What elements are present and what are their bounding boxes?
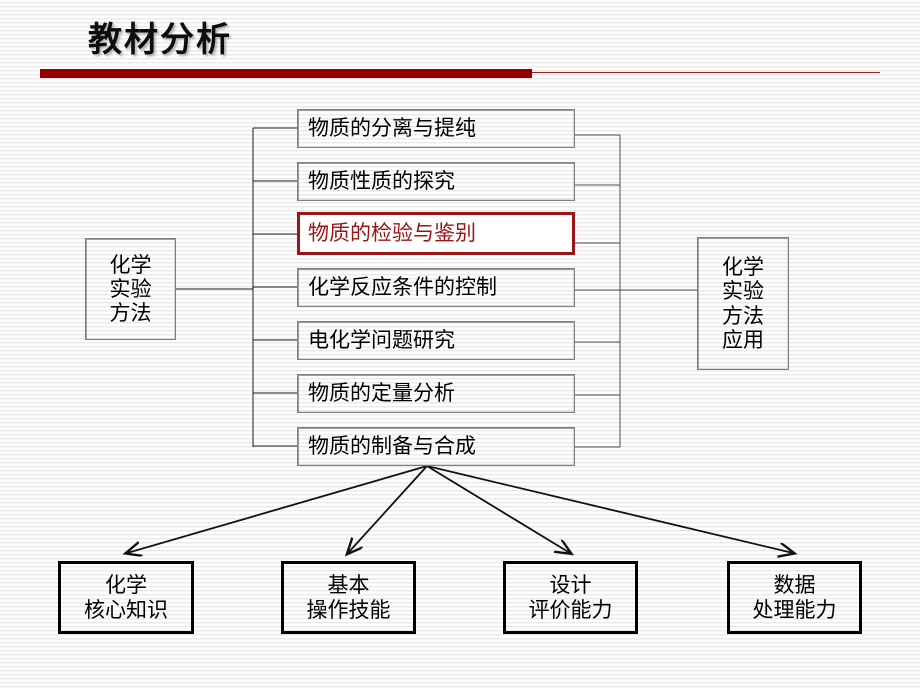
node-method-2[interactable]: 物质性质的探究 xyxy=(297,162,575,201)
node-outcome-3[interactable]: 设计 评价能力 xyxy=(503,561,638,634)
root-right-line-2: 实验 xyxy=(722,279,764,304)
node-outcome-4[interactable]: 数据 处理能力 xyxy=(727,561,862,634)
node-method-2-label: 物质性质的探究 xyxy=(308,169,455,194)
node-outcome-1-line-2: 核心知识 xyxy=(84,597,168,622)
node-outcome-1-line-1: 化学 xyxy=(105,573,147,598)
node-method-6[interactable]: 物质的定量分析 xyxy=(297,374,575,413)
node-outcome-1[interactable]: 化学 核心知识 xyxy=(58,561,194,634)
node-method-5-label: 电化学问题研究 xyxy=(308,328,455,353)
root-left-line-3: 方法 xyxy=(109,301,152,326)
node-method-5[interactable]: 电化学问题研究 xyxy=(297,321,575,360)
root-right-line-3: 方法 xyxy=(722,303,764,328)
title-underline-bar xyxy=(40,69,532,78)
node-outcome-4-line-2: 处理能力 xyxy=(752,597,837,622)
node-method-4-label: 化学反应条件的控制 xyxy=(308,275,497,300)
node-method-7[interactable]: 物质的制备与合成 xyxy=(297,427,575,466)
node-method-7-label: 物质的制备与合成 xyxy=(308,434,476,459)
node-method-6-label: 物质的定量分析 xyxy=(308,381,455,406)
node-outcome-3-line-2: 评价能力 xyxy=(528,597,613,622)
node-method-1[interactable]: 物质的分离与提纯 xyxy=(297,109,575,148)
root-right-line-1: 化学 xyxy=(722,255,764,280)
title-underline-rule xyxy=(532,72,880,73)
node-method-4[interactable]: 化学反应条件的控制 xyxy=(297,268,575,307)
node-method-3-label: 物质的检验与鉴别 xyxy=(308,221,476,246)
node-outcome-2-line-2: 操作技能 xyxy=(306,597,391,622)
node-outcome-3-line-1: 设计 xyxy=(549,573,592,598)
root-left-line-1: 化学 xyxy=(109,252,152,277)
root-right-line-4: 应用 xyxy=(722,327,764,352)
node-outcome-2-line-1: 基本 xyxy=(327,573,370,598)
node-method-1-label: 物质的分离与提纯 xyxy=(308,116,476,141)
root-left-line-2: 实验 xyxy=(109,276,152,301)
node-root-left[interactable]: 化学 实验 方法 xyxy=(85,238,176,340)
node-outcome-2[interactable]: 基本 操作技能 xyxy=(281,561,416,634)
node-method-3[interactable]: 物质的检验与鉴别 xyxy=(297,212,575,255)
node-outcome-4-line-1: 数据 xyxy=(773,573,816,598)
node-root-right[interactable]: 化学 实验 方法 应用 xyxy=(697,237,789,370)
page-title: 教材分析 xyxy=(88,20,232,60)
